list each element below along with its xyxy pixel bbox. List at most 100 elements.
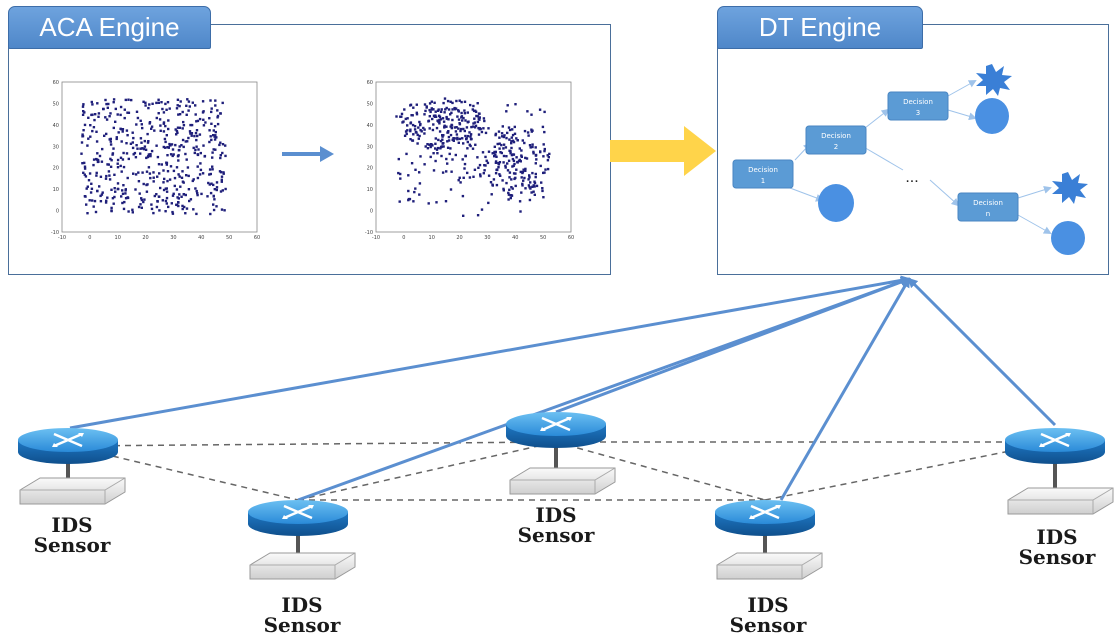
scatter-point (507, 159, 511, 162)
decision-3-index: 3 (916, 109, 920, 117)
x-tick-label: 10 (115, 235, 121, 241)
scatter-point (192, 146, 195, 150)
scatter-point (411, 123, 415, 127)
scatter-point (83, 123, 87, 127)
scatter-point (412, 133, 415, 136)
attack-burst-icon-1 (976, 64, 1012, 96)
scatter-point (498, 142, 501, 145)
scatter-point (495, 183, 499, 187)
x-tick-label: 20 (456, 235, 462, 241)
scatter-point (432, 169, 436, 172)
scatter-point (209, 172, 212, 176)
scatter-point (522, 168, 525, 171)
scatter-point (474, 143, 477, 146)
scatter-point (446, 162, 449, 165)
scatter-point (449, 125, 452, 128)
scatter-point (541, 187, 544, 190)
scatter-point (522, 179, 525, 182)
scatter-point (532, 152, 535, 155)
scatter-point (124, 98, 127, 102)
scatter-point (177, 204, 180, 208)
scatter-point (494, 161, 498, 164)
scatter-point (152, 180, 155, 183)
scatter-point (81, 162, 84, 165)
scatter-point (408, 197, 412, 201)
scatter-point (140, 198, 144, 202)
scatter-point (137, 180, 141, 183)
scatter-point (145, 183, 148, 187)
scatter-point (191, 179, 194, 183)
scatter-point (213, 138, 217, 141)
y-tick-label: 0 (370, 209, 373, 215)
scatter-point (515, 156, 518, 159)
scatter-point (458, 122, 461, 125)
scatter-point (485, 159, 488, 162)
scatter-point (189, 123, 192, 127)
y-tick-label: 40 (367, 123, 373, 129)
scatter-point (146, 155, 150, 159)
scatter-point (96, 159, 100, 162)
scatter-point (431, 117, 434, 121)
scatter-point (165, 190, 169, 193)
scatter-point (447, 118, 450, 121)
scatter-point (104, 177, 108, 180)
scatter-point (531, 185, 534, 188)
scatter-point (108, 178, 112, 181)
scatter-point (510, 140, 513, 143)
scatter-point (187, 100, 191, 103)
scatter-point (482, 117, 486, 120)
scatter-point (92, 126, 96, 129)
scatter-point (179, 100, 182, 103)
scatter-point (482, 172, 485, 175)
scatter-point (448, 152, 451, 156)
scatter-point (86, 212, 89, 215)
leaf-node-normal-3 (1051, 221, 1085, 255)
scatter-point (509, 196, 512, 200)
scatter-point (533, 193, 536, 196)
scatter-point (108, 115, 111, 118)
scatter-point (196, 165, 199, 168)
scatter-point (440, 145, 443, 148)
scatter-point (502, 189, 505, 192)
scatter-point (199, 162, 202, 165)
scatter-point (153, 129, 156, 132)
scatter-point (212, 208, 216, 212)
scatter-point (499, 174, 502, 177)
scatter-point (523, 141, 526, 145)
scatter-point (497, 166, 500, 169)
scatter-point (542, 155, 545, 158)
scatter-point (221, 143, 225, 146)
scatter-point (452, 137, 455, 140)
scatter-point (501, 125, 504, 128)
scatter-point (155, 193, 158, 196)
scatter-point (532, 190, 535, 193)
scatter-point (86, 144, 89, 147)
scatter-point (133, 151, 137, 155)
scatter-point (131, 146, 135, 150)
scatter-point (182, 181, 185, 184)
x-tick-label: -10 (58, 235, 66, 241)
scatter-point (511, 157, 515, 161)
scatter-point (473, 117, 476, 120)
scatter-point (140, 206, 143, 209)
attack-burst-icon-2 (1052, 172, 1088, 204)
scatter-point (472, 109, 476, 113)
scatter-point (442, 101, 445, 105)
scatter-point (187, 174, 190, 178)
x-tick-label: 10 (429, 235, 435, 241)
scatter-point (454, 107, 458, 110)
scatter-point (123, 108, 126, 111)
scatter-point (168, 143, 172, 147)
scatter-point (160, 101, 163, 104)
scatter-point (505, 181, 508, 185)
scatter-point (168, 107, 171, 110)
scatter-point (91, 113, 94, 116)
scatter-point (548, 152, 551, 156)
scatter-point (432, 152, 435, 155)
scatter-point (447, 139, 451, 142)
scatter-point (110, 206, 113, 210)
scatter-point (210, 107, 213, 110)
scatter-point (479, 175, 482, 178)
scatter-point (92, 158, 96, 161)
